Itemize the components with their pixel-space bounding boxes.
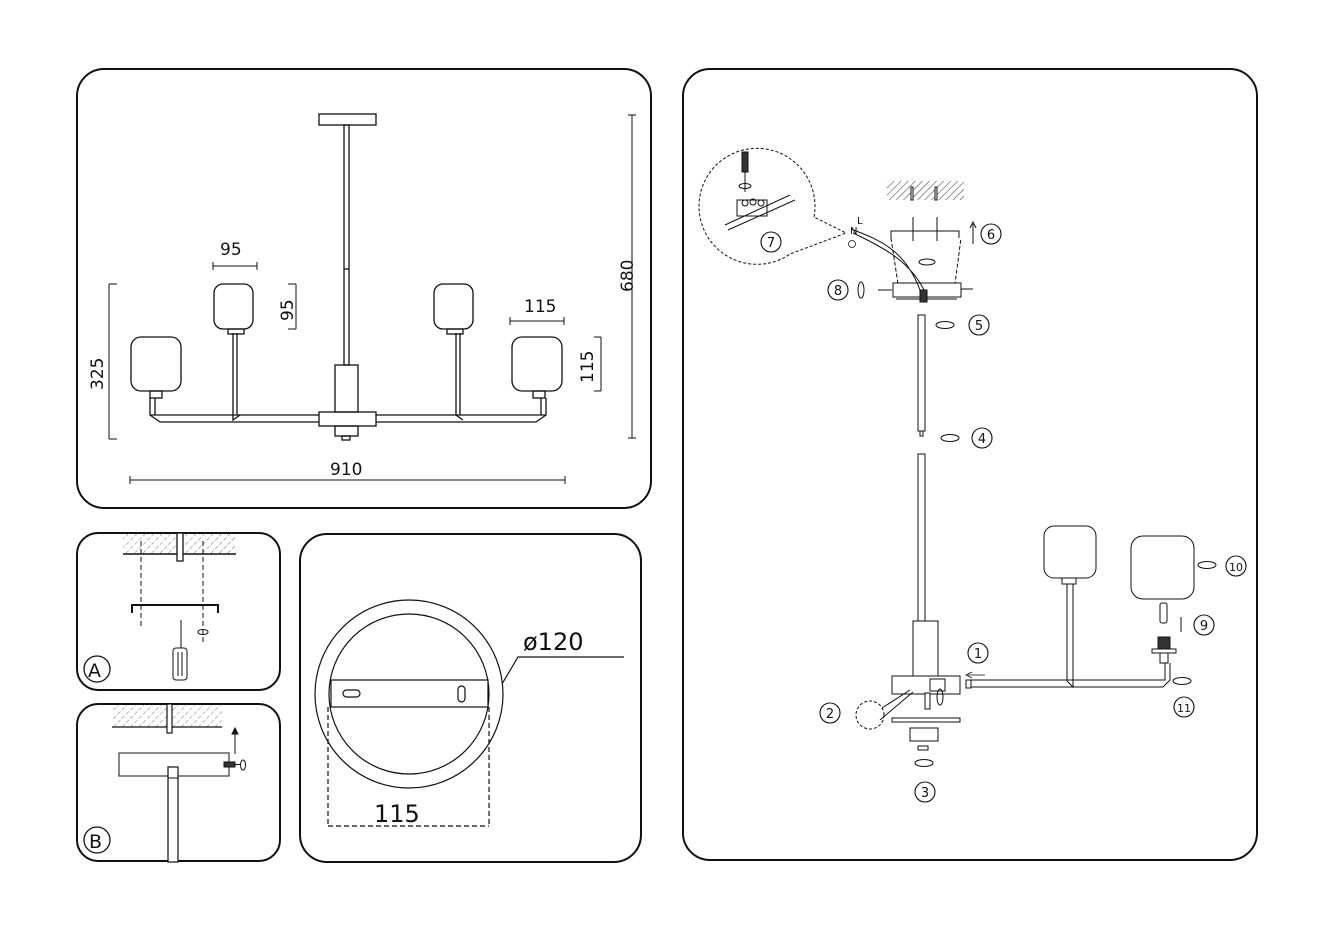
step-number-11: 11 xyxy=(1177,702,1191,715)
step-number-6: 6 xyxy=(987,228,995,243)
step-number-3: 3 xyxy=(921,786,929,801)
step-number-1: 1 xyxy=(974,647,982,662)
bulb-g9 xyxy=(1159,602,1168,624)
shade-detached xyxy=(1130,535,1195,600)
step-badge-3 xyxy=(914,781,936,803)
rotate-icon-3 xyxy=(914,759,934,767)
slot-horizontal xyxy=(342,689,361,698)
dim-line-115-bracket xyxy=(327,707,490,827)
dim-line-95-h xyxy=(288,283,297,330)
step-number-7: 7 xyxy=(767,236,775,251)
arm-assembly xyxy=(971,663,1171,688)
cover-plate xyxy=(891,717,961,723)
label-325: 325 xyxy=(88,358,108,390)
step-badge-11 xyxy=(1173,696,1195,718)
step-b-badge xyxy=(83,826,111,854)
dim-line-910 xyxy=(129,476,566,484)
step-badge-4 xyxy=(971,427,993,449)
arrow-up-icon-b xyxy=(231,726,239,754)
rotate-icon-hub xyxy=(936,688,944,706)
step-badge-9 xyxy=(1193,614,1215,636)
step-a-label: A xyxy=(88,660,101,682)
step-badge-1 xyxy=(967,642,989,664)
step-b-label: B xyxy=(89,831,102,853)
step-number-9: 9 xyxy=(1200,619,1208,634)
arrow-left-icon-1 xyxy=(965,671,985,679)
overview-panel xyxy=(76,68,652,509)
center-body-assembly xyxy=(912,620,939,678)
rotate-icon-4 xyxy=(940,434,960,442)
label-115-width: 115 xyxy=(524,297,556,317)
step-badge-7 xyxy=(760,231,782,253)
slot-vertical xyxy=(457,685,466,703)
hub-plate xyxy=(891,675,961,695)
step-badge-2 xyxy=(819,702,841,724)
dim-line-115-w xyxy=(509,317,565,325)
stem-upper xyxy=(917,314,926,432)
step-a-badge xyxy=(83,655,111,683)
detail-bubble-7 xyxy=(698,147,848,265)
step-badge-8 xyxy=(827,279,849,301)
ceiling-hatch xyxy=(887,181,964,200)
step-badge-5 xyxy=(968,314,990,336)
dim-line-680 xyxy=(628,114,636,439)
finial xyxy=(909,727,939,742)
canopy-outer-circle xyxy=(314,599,504,789)
nut-icon-8 xyxy=(857,281,865,299)
label-95-width: 95 xyxy=(220,240,242,260)
screwdriver-icon xyxy=(172,620,188,681)
step-number-10: 10 xyxy=(1229,561,1243,574)
arm-left xyxy=(149,398,319,423)
step-badge-10 xyxy=(1225,555,1247,577)
label-95-height: 95 xyxy=(278,299,298,321)
step-number-8: 8 xyxy=(834,284,842,299)
shade-mounted xyxy=(1043,525,1097,579)
screw-icon-b xyxy=(223,759,246,771)
canopy-inner-circle xyxy=(328,613,490,775)
rotate-icon-10 xyxy=(1197,561,1217,569)
wire-label-l: L xyxy=(857,216,863,227)
detail-bubble-2 xyxy=(855,700,885,730)
rotate-icon xyxy=(197,629,209,635)
bracket-width-label: 115 xyxy=(374,800,420,828)
label-680: 680 xyxy=(618,260,638,292)
canopy-bracket-top xyxy=(890,230,960,238)
step-badge-6 xyxy=(980,223,1002,245)
leader-line xyxy=(501,656,624,685)
step-number-4: 4 xyxy=(978,432,986,447)
stem-lower xyxy=(917,453,926,622)
mounting-bracket-a xyxy=(131,604,219,613)
dim-line-325 xyxy=(108,283,117,440)
ground-icon xyxy=(848,240,856,248)
step-number-2: 2 xyxy=(826,707,834,722)
label-910: 910 xyxy=(330,460,362,480)
label-115-height: 115 xyxy=(578,351,598,383)
dim-line-115-h xyxy=(594,336,602,392)
rotate-icon-5 xyxy=(935,321,955,329)
dim-line-95-w xyxy=(212,262,258,270)
rotate-icon-11 xyxy=(1172,677,1192,685)
step-number-5: 5 xyxy=(975,319,983,334)
terminal-block xyxy=(736,199,768,217)
wire-label-n: N xyxy=(850,226,857,237)
stem-b xyxy=(167,766,179,863)
arm-right xyxy=(376,398,547,423)
wire-bundle xyxy=(850,228,925,291)
diameter-label: ø120 xyxy=(523,628,584,656)
screwdriver-icon-7 xyxy=(741,151,749,173)
